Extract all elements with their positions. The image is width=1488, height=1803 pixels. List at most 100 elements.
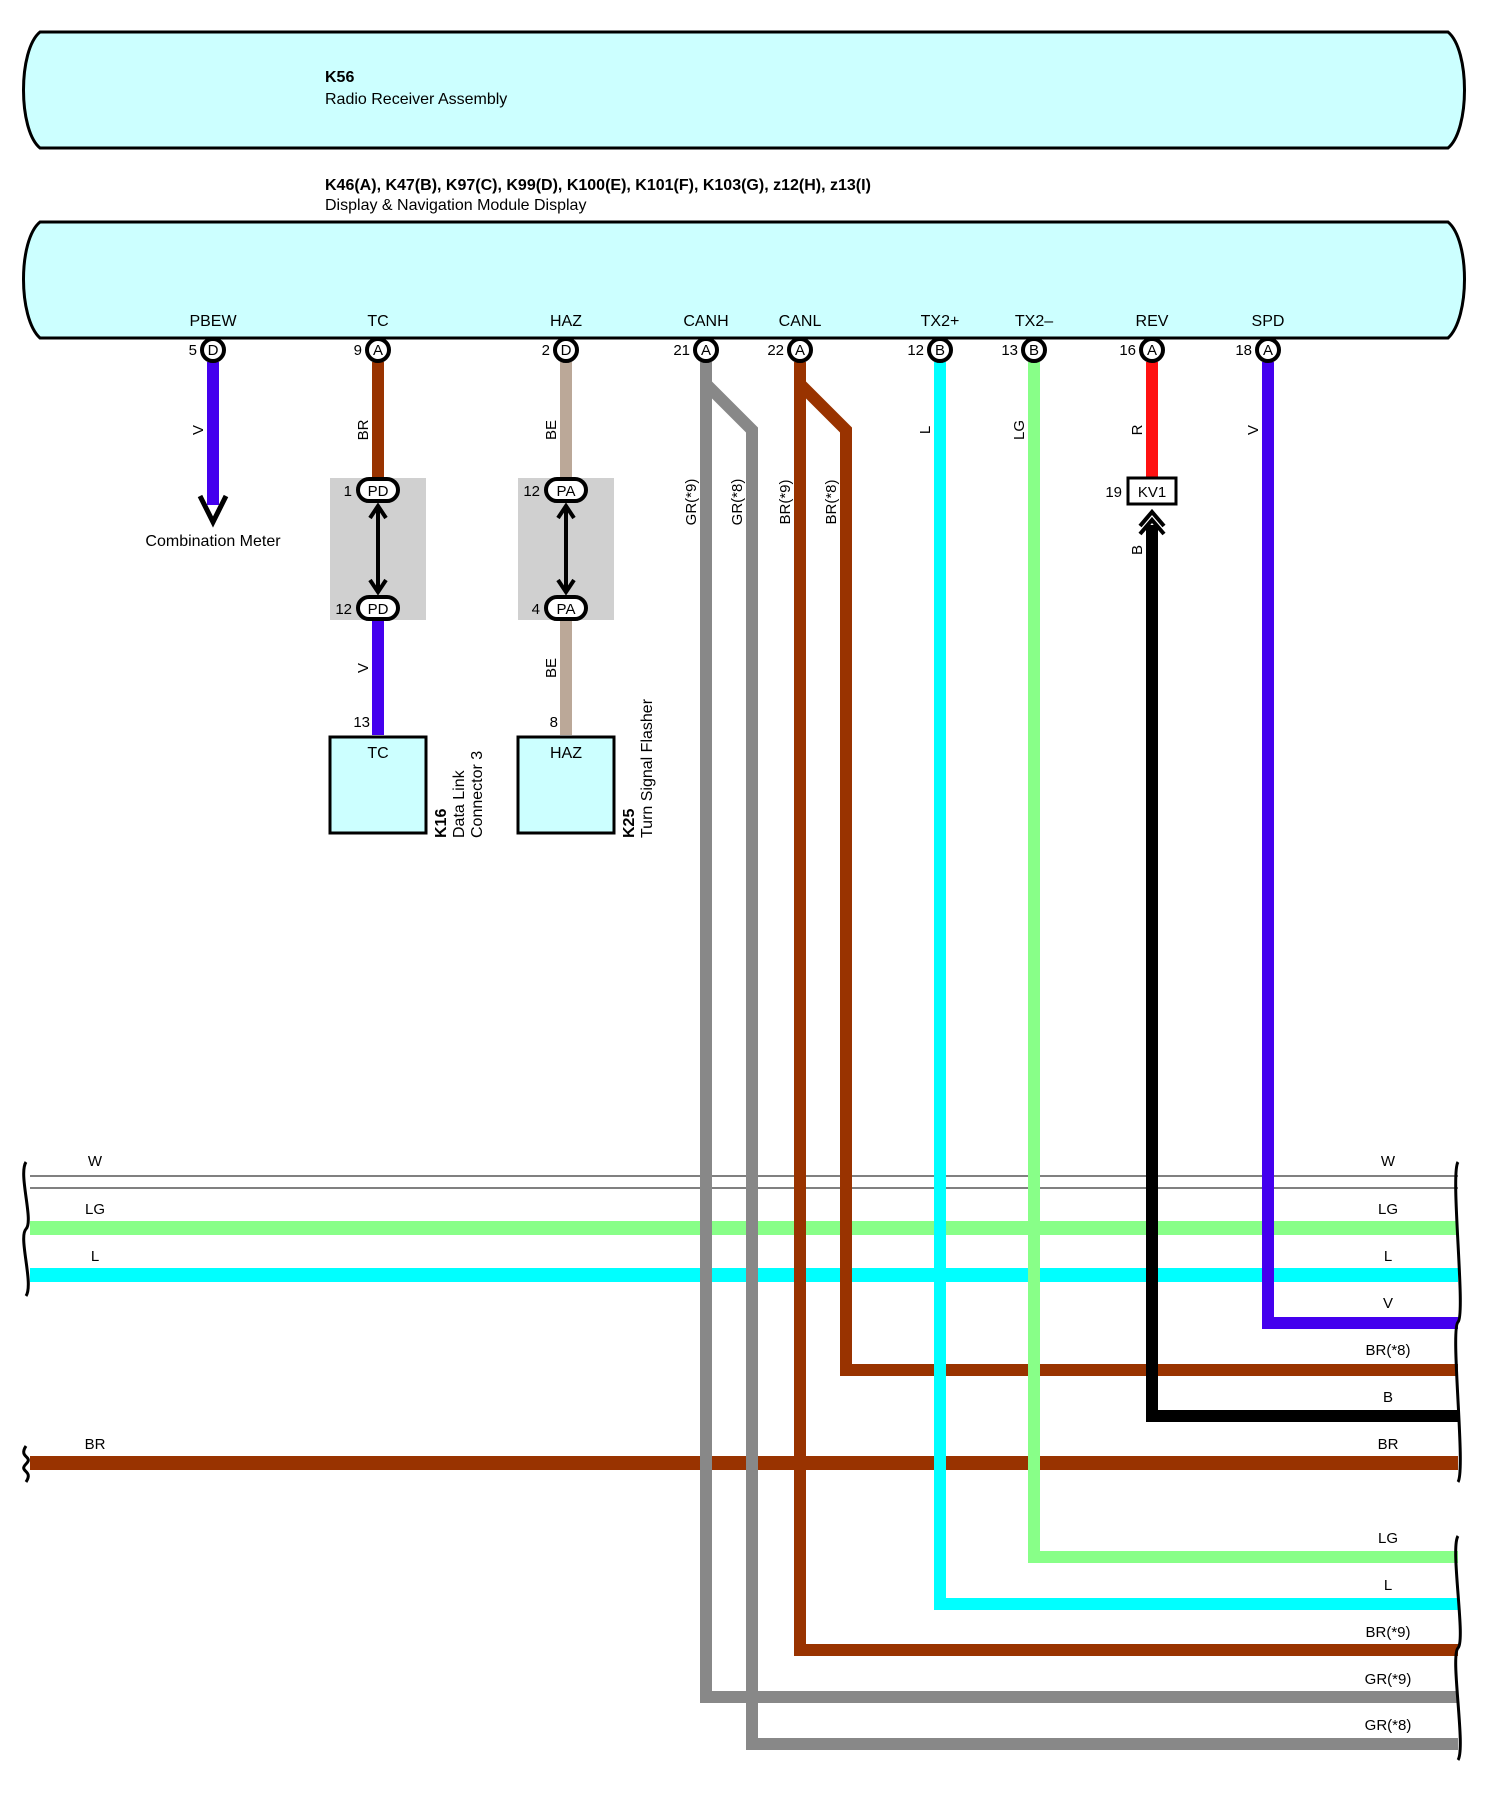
connector-pa-bottom-pin: 4 — [532, 601, 540, 618]
terminal-wire-color: R — [1129, 424, 1146, 435]
dlc-pin: 13 — [353, 714, 370, 731]
connector-pd-bottom-label: PD — [368, 601, 389, 618]
dlc-terminal-label: TC — [367, 745, 388, 762]
connector-pd-bottom — [356, 595, 400, 621]
terminal-connector-circle — [1255, 337, 1281, 363]
terminal-pin: 12 — [907, 342, 924, 359]
bus-label-right: BR(*8) — [1365, 1342, 1410, 1359]
terminal-pin: 22 — [767, 342, 784, 359]
kv1-pin: 19 — [1105, 484, 1122, 501]
kv1-label: KV1 — [1138, 484, 1166, 501]
terminal-label: TX2+ — [921, 313, 960, 330]
radio-receiver-name: Radio Receiver Assembly — [325, 91, 507, 108]
bus-label-left: LG — [85, 1201, 105, 1218]
terminal-connector-circle — [200, 337, 226, 363]
dlc-id: K16 — [433, 809, 450, 838]
connector-pd-top-label: PD — [368, 483, 389, 500]
flasher-id: K25 — [621, 809, 638, 838]
bus-label-left: L — [91, 1248, 99, 1265]
connector-pa-top — [544, 477, 588, 503]
bus-label-right: LG — [1378, 1530, 1398, 1547]
wire-canl-br9 — [794, 362, 1458, 1656]
wire-spd-v — [1262, 362, 1458, 1329]
terminal-connector-circle — [553, 337, 579, 363]
bus-label-right: BR(*9) — [1365, 1624, 1410, 1641]
terminal-label: REV — [1136, 313, 1169, 330]
terminal-wire-color-a: BR(*9) — [777, 479, 794, 524]
kv1-connector — [1126, 476, 1178, 506]
terminal-connector-letter: B — [1029, 342, 1039, 359]
terminal-wire-color: LG — [1011, 420, 1028, 440]
flasher-pin: 8 — [550, 714, 558, 731]
terminal-connector-circle — [365, 337, 391, 363]
terminal-wire-color: BE — [543, 420, 560, 440]
terminal-connector-letter: A — [795, 342, 805, 359]
terminal-connector-letter: D — [561, 342, 572, 359]
kv1-arrow — [1138, 508, 1166, 536]
terminal-connector-letter: A — [1147, 342, 1157, 359]
kv1-wire-label: B — [1129, 545, 1146, 555]
dlc-box — [328, 735, 428, 835]
radio-receiver-box — [22, 30, 1466, 150]
terminal-connector-letter: D — [208, 342, 219, 359]
terminal-pin: 18 — [1235, 342, 1252, 359]
terminal-connector-circle — [1139, 337, 1165, 363]
terminal-connector-letter: A — [1263, 342, 1273, 359]
bus-label-right: L — [1384, 1577, 1392, 1594]
wire-tx2p-l — [934, 362, 1458, 1610]
wire-tx2m-lg — [1028, 362, 1458, 1563]
bus-label-right: BR — [1378, 1436, 1399, 1453]
wire-canh-gr9 — [700, 362, 1458, 1703]
terminal-pin: 13 — [1001, 342, 1018, 359]
bus-label-left: W — [88, 1153, 103, 1170]
bus-label-left: BR — [85, 1436, 106, 1453]
terminal-wire-color-b: BR(*8) — [823, 479, 840, 524]
bus-label-right: GR(*9) — [1365, 1671, 1412, 1688]
flasher-box — [516, 735, 616, 835]
break-marks — [22, 1161, 1462, 1761]
terminal-label: TC — [367, 313, 388, 330]
break-mark-left-top — [22, 1161, 30, 1297]
dlc-name-2: Connector 3 — [469, 751, 486, 838]
terminal-layer: PBEWD5VTCA9BRHAZD2BECANHA21GR(*9)GR(*8)C… — [189, 313, 1285, 525]
bus-label-right: LG — [1378, 1201, 1398, 1218]
connector-pa-top-label: PA — [557, 483, 576, 500]
terminal-connector-circle — [927, 337, 953, 363]
terminal-connector-letter: A — [701, 342, 711, 359]
terminal-pin: 16 — [1119, 342, 1136, 359]
connector-pa-top-pin: 12 — [523, 483, 540, 500]
terminal-connector-circle — [1021, 337, 1047, 363]
display-module-box — [22, 220, 1466, 340]
terminal-pin: 2 — [542, 342, 550, 359]
terminal-pin: 5 — [189, 342, 197, 359]
terminal-wire-color-a: GR(*9) — [683, 479, 700, 526]
terminal-label: TX2– — [1015, 313, 1053, 330]
bus-label-right: W — [1381, 1153, 1396, 1170]
dlc-name-1: Data Link — [451, 769, 468, 838]
terminal-pin: 21 — [673, 342, 690, 359]
wires — [30, 362, 1458, 1750]
combination-meter-arrow — [197, 494, 229, 528]
break-mark-right-lower — [1454, 1535, 1462, 1761]
terminal-connector-letter: A — [373, 342, 383, 359]
display-module-ids: K46(A), K47(B), K97(C), K99(D), K100(E),… — [325, 177, 871, 194]
terminal-pin: 9 — [354, 342, 362, 359]
terminal-label: CANL — [779, 313, 822, 330]
wire-canh-gr8 — [701, 379, 1458, 1750]
flasher-name: Turn Signal Flasher — [639, 698, 656, 838]
terminal-label: SPD — [1252, 313, 1285, 330]
double-arrow-pa — [556, 502, 576, 596]
combination-meter-label: Combination Meter — [145, 533, 281, 550]
terminal-label: CANH — [683, 313, 728, 330]
terminal-wire-color-b: GR(*8) — [729, 479, 746, 526]
bus-label-right: B — [1383, 1389, 1393, 1406]
terminal-wire-color: L — [917, 426, 934, 434]
connector-pa-bottom-label: PA — [557, 601, 576, 618]
bus-label-right: V — [1383, 1295, 1393, 1312]
display-module-name: Display & Navigation Module Display — [325, 197, 586, 214]
double-arrow-pd — [368, 502, 388, 596]
dlc-wire-label: V — [355, 663, 372, 673]
terminal-wire-color: V — [190, 425, 207, 435]
